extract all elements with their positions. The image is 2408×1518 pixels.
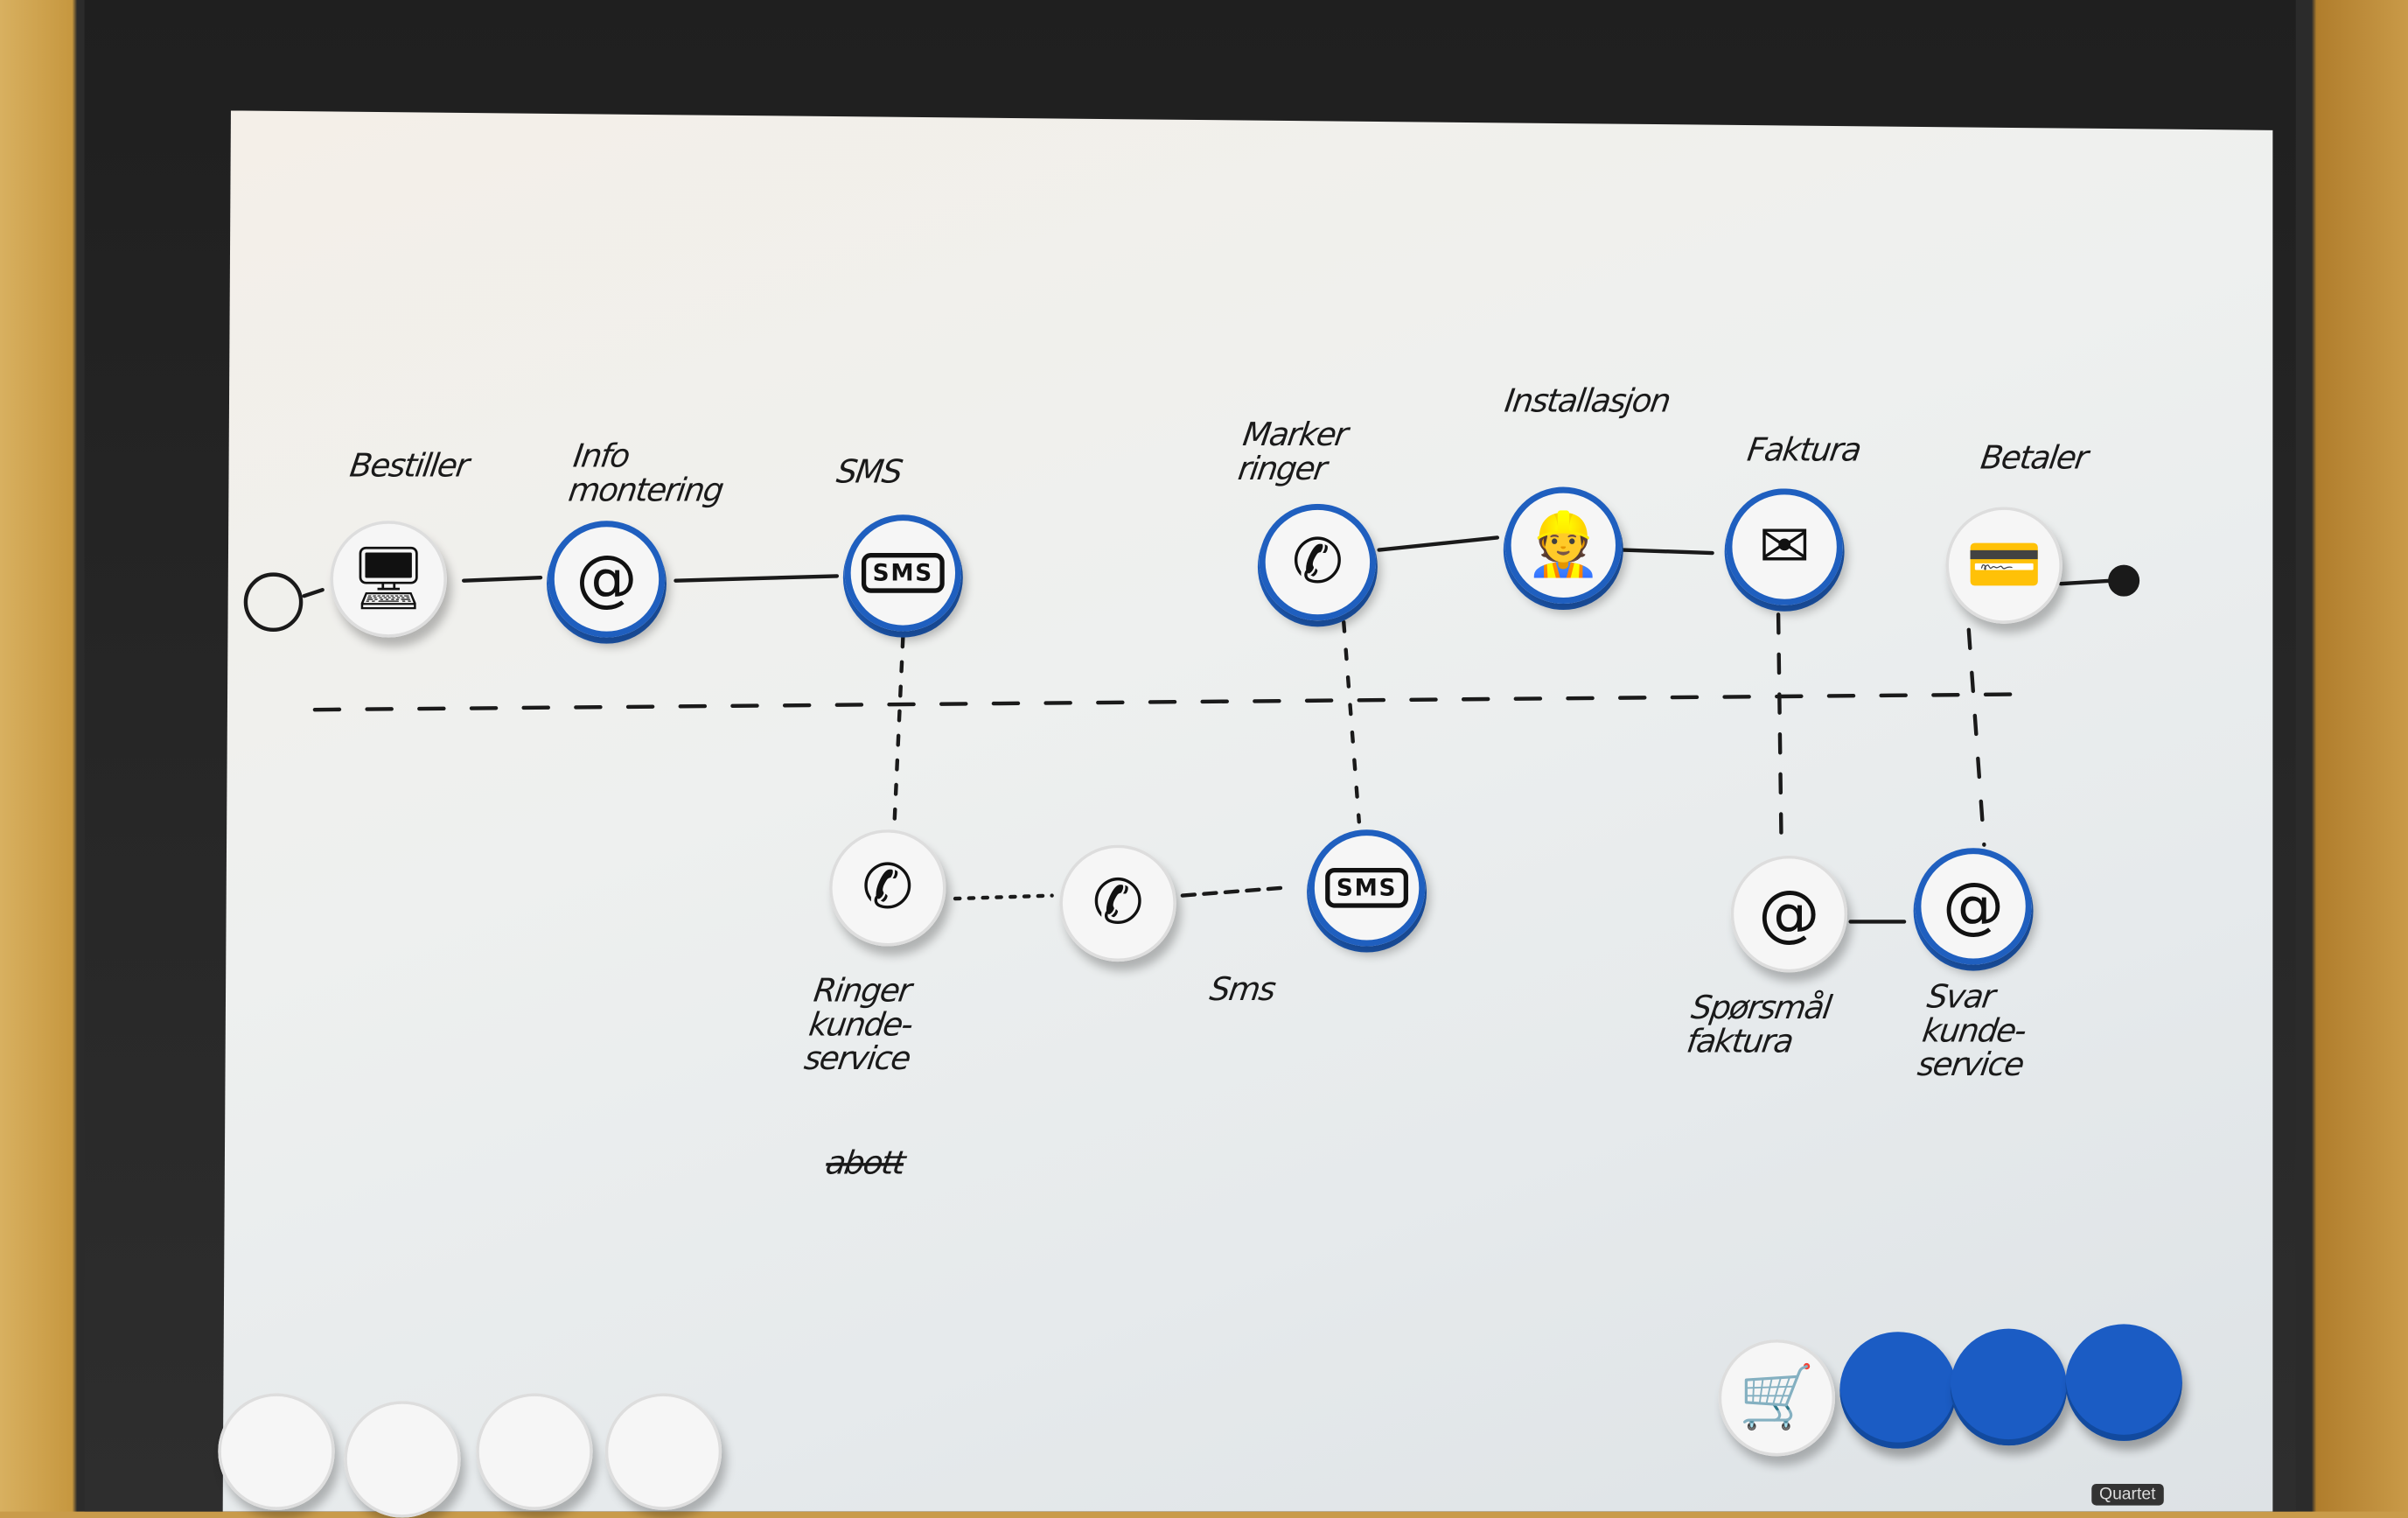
arrow-start-bestiller: [302, 587, 325, 598]
magnet-cart[interactable]: 🛒: [1718, 1339, 1836, 1457]
spare-magnet-blue[interactable]: [1950, 1328, 2068, 1446]
end-node: [2108, 564, 2140, 597]
link-betaler-svar: [1966, 627, 1986, 847]
magnet-sms[interactable]: SMS: [844, 514, 962, 632]
label-ringer-kundeservice: Ringer kunde-service: [801, 972, 915, 1077]
label-sms-bottom: Sms: [1207, 970, 1277, 1008]
at-sign-icon: @: [576, 543, 638, 615]
magnet-email[interactable]: @: [548, 521, 666, 638]
label-svar-kundeservice: Svar kunde-service: [1915, 978, 2028, 1083]
arrow-betaler-end: [2058, 578, 2114, 586]
arrow-bestiller-info: [462, 575, 543, 583]
sms-icon: SMS: [1325, 867, 1408, 908]
arrow-info-sms: [674, 574, 840, 583]
magnet-phone-chat-2[interactable]: ✆: [1059, 844, 1176, 962]
spare-magnet-blue[interactable]: [1839, 1332, 1957, 1449]
magnet-sms-2[interactable]: SMS: [1308, 829, 1426, 947]
magnet-phone-crossed[interactable]: ✆: [829, 829, 946, 947]
whiteboard-surface: [222, 110, 2273, 1512]
label-faktura: Faktura: [1745, 431, 1863, 469]
at-sign-icon: @: [1942, 871, 2005, 942]
spare-magnet-white[interactable]: [218, 1393, 335, 1510]
spare-magnet-blue[interactable]: [2065, 1324, 2182, 1441]
brand-logo: Quartet: [2091, 1484, 2164, 1506]
label-bestiller: Bestiller: [347, 446, 471, 485]
label-abott: abott: [823, 1144, 907, 1182]
magnet-envelope[interactable]: ✉: [1726, 488, 1843, 605]
label-info-montering: Info montering: [566, 437, 725, 509]
sms-icon: SMS: [862, 553, 945, 593]
phone-crossed-icon: ✆: [862, 852, 914, 924]
label-sporsmal-faktura: Spørsmål faktura: [1684, 989, 1833, 1060]
arrow-marker-installasjon: [1377, 535, 1500, 552]
label-betaler: Betaler: [1978, 439, 2090, 477]
arrow-phone-sms: [1180, 885, 1285, 898]
magnet-phone-chat[interactable]: ✆: [1259, 503, 1377, 621]
shopping-cart-icon: 🛒: [1738, 1362, 1816, 1434]
spare-magnet-white[interactable]: [604, 1393, 722, 1510]
magnet-customer-computer[interactable]: 🖥: [330, 521, 447, 638]
magnet-installer[interactable]: 👷: [1504, 486, 1623, 604]
phone-chat-icon: ✆: [1092, 867, 1144, 939]
magnet-email-question[interactable]: @: [1730, 855, 1848, 973]
link-sms-ringer: [891, 635, 905, 840]
label-installasjon: Installasjon: [1502, 382, 1672, 420]
magnet-email-answer[interactable]: @: [1915, 848, 2032, 965]
spare-magnet-white[interactable]: [476, 1393, 593, 1510]
start-node: [243, 572, 304, 633]
line-of-interaction: [312, 692, 2014, 712]
link-faktura-sporsmal: [1776, 612, 1783, 847]
at-sign-icon: @: [1758, 878, 1820, 950]
label-sms-top: SMS: [834, 452, 904, 491]
magnet-payment-card[interactable]: 💳: [1945, 507, 2063, 624]
globe-computer-icon: 🖥: [349, 543, 428, 615]
arrow-installasjon-faktura: [1621, 548, 1714, 556]
worker-icon: 👷: [1525, 509, 1602, 581]
credit-card-icon: 💳: [1965, 529, 2042, 601]
link-marker-sms: [1342, 619, 1361, 824]
envelope-icon: ✉: [1758, 511, 1811, 583]
label-marker-ringer: Marker ringer: [1235, 416, 1350, 487]
arrow-ringer-phone: [953, 893, 1054, 901]
phone-chat-icon: ✆: [1291, 527, 1344, 598]
spare-magnet-white[interactable]: [344, 1401, 461, 1518]
